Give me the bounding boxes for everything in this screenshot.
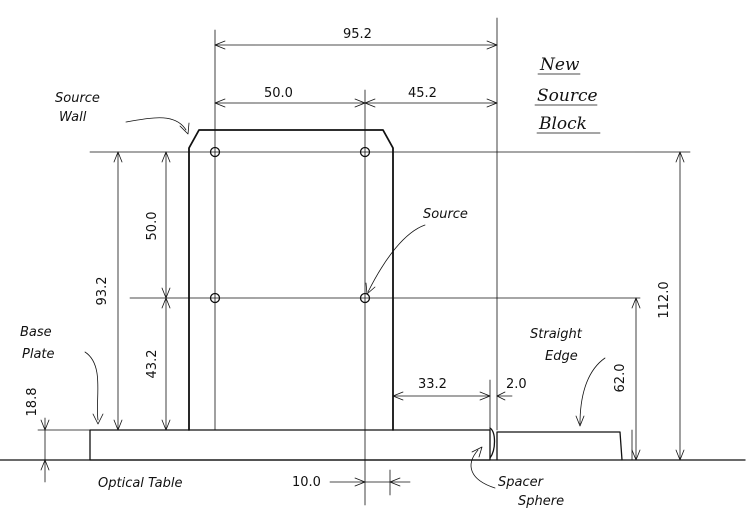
label-straight-edge-1: Straight [530,327,583,342]
dim-total-width: 95.2 [343,27,372,42]
dim-left-width: 50.0 [264,86,293,101]
dim-gap: 2.0 [506,377,527,392]
label-straight-edge-2: Edge [545,349,578,364]
label-spacer-sphere-1: Spacer [498,475,545,490]
label-source-wall-2: Wall [59,110,87,125]
dim-lower-hole-height: 43.2 [145,350,160,379]
title-line-1: New [539,55,580,75]
dim-total-height: 112.0 [657,281,672,318]
dim-plate-thickness: 18.8 [25,388,40,417]
dim-wall-height: 93.2 [95,277,110,306]
dim-edge-height: 62.0 [613,364,628,393]
label-source-wall-1: Source [55,91,100,106]
dim-right-width: 45.2 [408,86,437,101]
label-base-plate-1: Base [20,325,52,340]
label-base-plate-2: Plate [22,347,55,362]
base-plate [89,429,491,461]
spacer-sphere [489,427,496,459]
label-optical-table: Optical Table [98,476,182,491]
label-spacer-sphere-2: Sphere [518,494,564,509]
title-line-2: Source [537,86,598,106]
title-line-3: Block [538,114,587,134]
straight-edge-block [496,431,623,461]
dim-bottom-offset: 10.0 [292,475,321,490]
dim-upper-hole-spacing: 50.0 [145,212,160,241]
dim-offset-33: 33.2 [418,377,447,392]
label-source: Source [423,207,468,222]
source-wall [188,129,394,431]
